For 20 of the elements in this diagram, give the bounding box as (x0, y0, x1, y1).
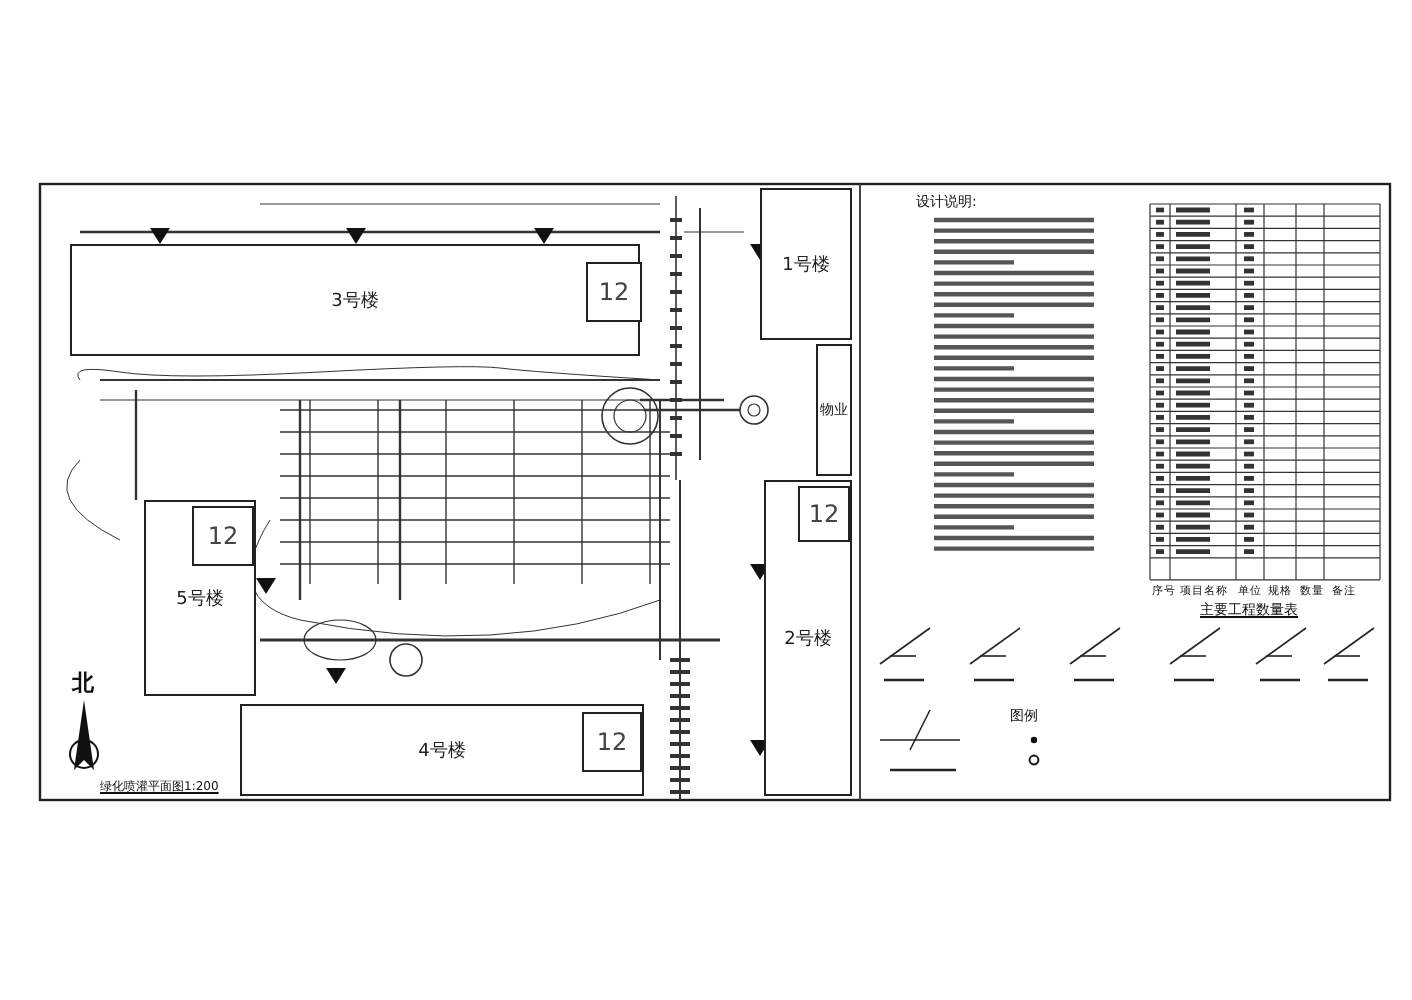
north-label: 北 (72, 668, 94, 698)
building-number: 12 (207, 522, 239, 550)
building-outline (816, 344, 852, 476)
building-name: 3号楼 (331, 289, 379, 313)
building-number: 12 (808, 500, 840, 528)
building-number: 12 (596, 728, 628, 756)
building-outline (240, 704, 644, 796)
building-name: 4号楼 (418, 739, 466, 763)
building-outline (192, 506, 254, 566)
building-number: 12 (598, 278, 630, 306)
building-outline (144, 500, 256, 696)
building-name: 2号楼 (784, 627, 832, 651)
building-name: 5号楼 (176, 587, 224, 611)
building-outline (586, 262, 642, 322)
building-outline (798, 486, 850, 542)
building-outline (760, 188, 852, 340)
building-name: 1号楼 (782, 253, 830, 277)
building-outline (70, 244, 640, 356)
building-outline (582, 712, 642, 772)
building-outline (764, 480, 852, 796)
